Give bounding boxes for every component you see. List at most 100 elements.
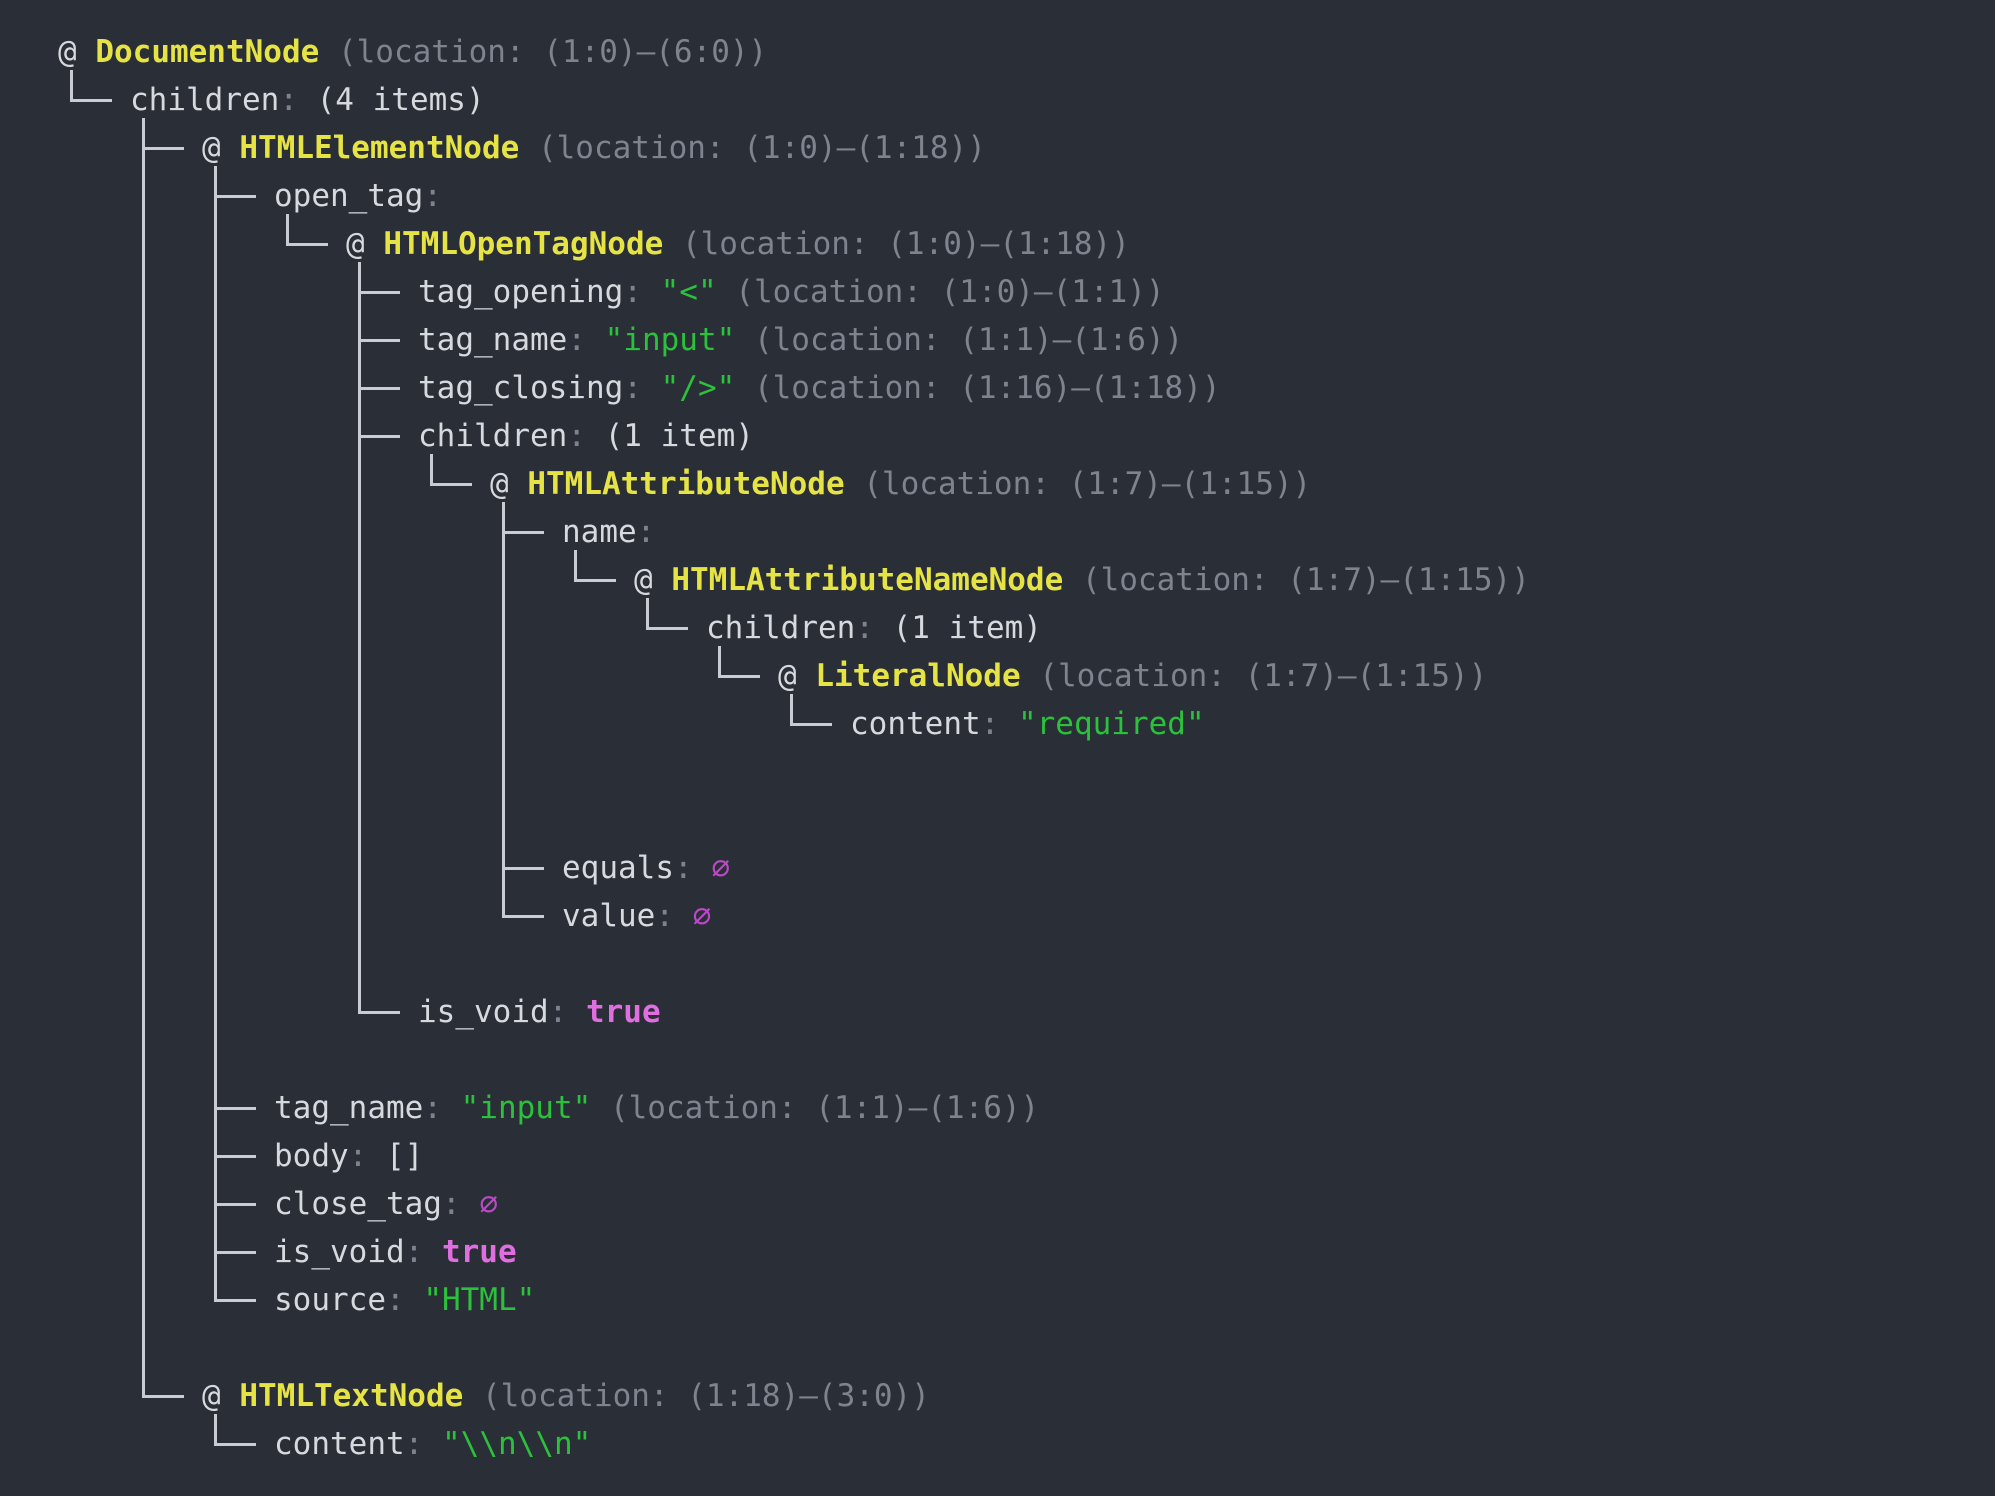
elbow-connector (358, 1010, 400, 1014)
plain-value: [] (385, 1138, 424, 1174)
property-key: equals (562, 850, 674, 886)
null-symbol: ∅ (479, 1186, 498, 1222)
property-key: content (850, 706, 981, 742)
null-symbol: ∅ (711, 850, 730, 886)
property-key: tag_name (274, 1090, 424, 1126)
string-value: "<" (660, 274, 717, 310)
ast-row: body: [] (0, 1132, 1995, 1180)
property-key: body (274, 1138, 349, 1174)
ast-row-text: close_tag: ∅ (274, 1180, 498, 1228)
tee-connector (214, 1154, 256, 1158)
at-symbol: @ (490, 466, 528, 502)
ast-row-text: @ DocumentNode (location: (1:0)–(6:0)) (58, 28, 767, 76)
location-range: (location: (1:7)–(1:15)) (1063, 562, 1530, 598)
ast-row: content: "\\n\\n" (0, 1420, 1995, 1468)
node-type: HTMLElementNode (239, 130, 520, 166)
string-value: "required" (1017, 706, 1205, 742)
location-range: (location: (1:0)–(6:0)) (319, 34, 768, 70)
ast-row-text: tag_name: "input" (location: (1:1)–(1:6)… (274, 1084, 1039, 1132)
ast-row: @ DocumentNode (location: (1:0)–(6:0)) (0, 28, 1995, 76)
ast-row: @ HTMLTextNode (location: (1:18)–(3:0)) (0, 1372, 1995, 1420)
plain-value: (4 items) (316, 82, 485, 118)
at-symbol: @ (778, 658, 816, 694)
at-symbol: @ (58, 34, 96, 70)
colon: : (404, 1234, 442, 1270)
colon: : (348, 1138, 386, 1174)
colon: : (623, 370, 661, 406)
location-range: (location: (1:7)–(1:15)) (1020, 658, 1488, 694)
ast-row: name: (0, 508, 1995, 556)
tree-guide-line (574, 550, 577, 582)
elbow-connector (430, 482, 472, 486)
property-key: children (418, 418, 568, 454)
tee-connector (214, 1250, 256, 1254)
ast-row-text: content: "\\n\\n" (274, 1420, 591, 1468)
ast-row-text: @ HTMLAttributeNode (location: (1:7)–(1:… (490, 460, 1311, 508)
location-range: (location: (1:1)–(1:6)) (591, 1090, 1040, 1126)
tee-connector (214, 1106, 256, 1110)
node-type: HTMLOpenTagNode (383, 226, 664, 262)
elbow-connector (718, 674, 760, 678)
property-key: close_tag (274, 1186, 442, 1222)
string-value: "input" (460, 1090, 592, 1126)
elbow-connector (286, 242, 328, 246)
ast-row: tag_name: "input" (location: (1:1)–(1:6)… (0, 1084, 1995, 1132)
ast-row: source: "HTML" (0, 1276, 1995, 1324)
ast-row-text: open_tag: (274, 172, 442, 220)
location-range: (location: (1:1)–(1:6)) (735, 322, 1184, 358)
ast-row-text: content: "required" (850, 700, 1205, 748)
colon: : (279, 82, 317, 118)
ast-row: close_tag: ∅ (0, 1180, 1995, 1228)
property-key: open_tag (274, 178, 424, 214)
tee-connector (214, 1202, 256, 1206)
property-key: children (130, 82, 280, 118)
ast-row-text: is_void: true (418, 988, 661, 1036)
property-key: tag_closing (418, 370, 624, 406)
ast-row: @ HTMLElementNode (location: (1:0)–(1:18… (0, 124, 1995, 172)
tree-guide-line (214, 166, 217, 1302)
ast-row: equals: ∅ (0, 844, 1995, 892)
plain-value: (1 item) (604, 418, 754, 454)
elbow-connector (214, 1298, 256, 1302)
colon: : (385, 1282, 424, 1318)
ast-row: children: (4 items) (0, 76, 1995, 124)
ast-row-text: tag_closing: "/>" (location: (1:16)–(1:1… (418, 364, 1221, 412)
property-key: value (562, 898, 656, 934)
plain-value: (1 item) (892, 610, 1042, 646)
ast-row: tag_closing: "/>" (location: (1:16)–(1:1… (0, 364, 1995, 412)
tee-connector (358, 434, 400, 438)
colon: : (548, 994, 586, 1030)
string-value: "\\n\\n" (441, 1426, 592, 1462)
property-key: is_void (274, 1234, 405, 1270)
tee-connector (358, 290, 400, 294)
location-range: (location: (1:0)–(1:18)) (663, 226, 1130, 262)
elbow-connector (502, 914, 544, 918)
ast-row: tag_opening: "<" (location: (1:0)–(1:1)) (0, 268, 1995, 316)
ast-row: content: "required" (0, 700, 1995, 748)
colon: : (423, 178, 442, 214)
tee-connector (358, 338, 400, 342)
boolean-value: true (441, 1234, 517, 1270)
colon: : (623, 274, 661, 310)
node-type: LiteralNode (815, 658, 1021, 694)
ast-row-text: @ HTMLElementNode (location: (1:0)–(1:18… (202, 124, 986, 172)
string-value: "/>" (660, 370, 736, 406)
location-range: (location: (1:0)–(1:1)) (716, 274, 1165, 310)
location-range: (location: (1:7)–(1:15)) (844, 466, 1312, 502)
tree-guide-line (502, 502, 505, 918)
ast-row: @ HTMLOpenTagNode (location: (1:0)–(1:18… (0, 220, 1995, 268)
colon: : (567, 418, 605, 454)
at-symbol: @ (202, 1378, 240, 1414)
ast-row-text: tag_opening: "<" (location: (1:0)–(1:1)) (418, 268, 1165, 316)
ast-row: is_void: true (0, 988, 1995, 1036)
elbow-connector (142, 1394, 184, 1398)
ast-row-text: value: ∅ (562, 892, 711, 940)
tee-connector (214, 194, 256, 198)
ast-row-text: @ HTMLOpenTagNode (location: (1:0)–(1:18… (346, 220, 1130, 268)
ast-row-text: @ LiteralNode (location: (1:7)–(1:15)) (778, 652, 1487, 700)
colon: : (655, 898, 693, 934)
colon: : (567, 322, 605, 358)
ast-row: value: ∅ (0, 892, 1995, 940)
colon: : (673, 850, 712, 886)
